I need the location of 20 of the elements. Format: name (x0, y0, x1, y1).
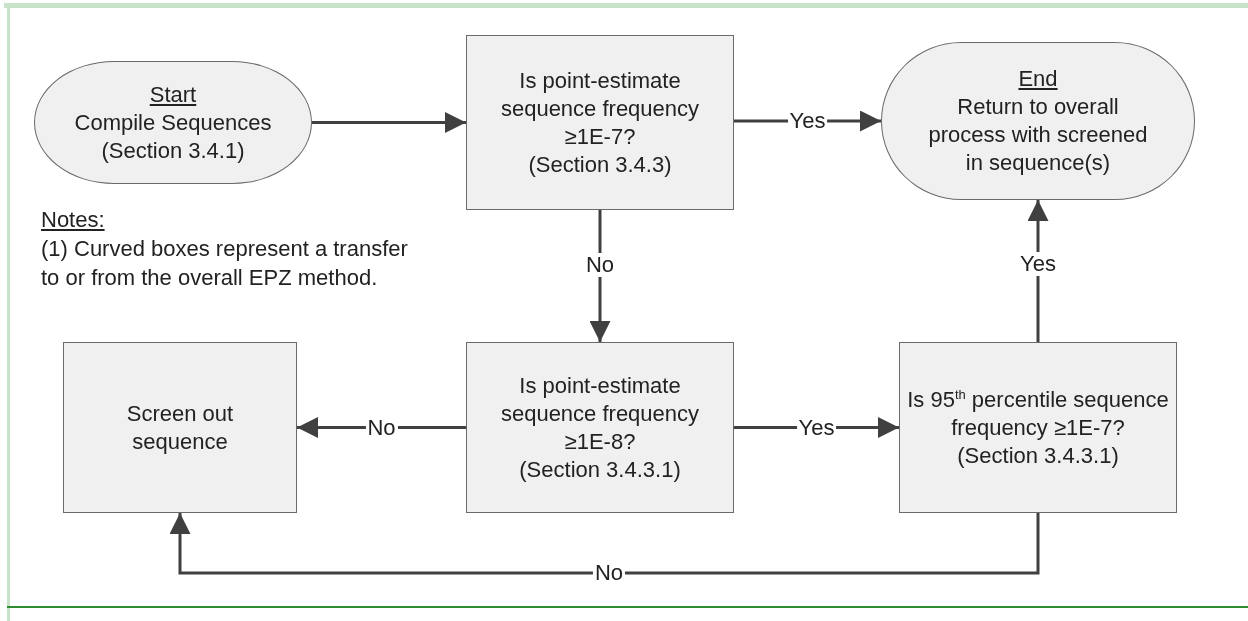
node-text: (Section 3.4.3.1) (957, 441, 1119, 470)
node-text: (Section 3.4.3) (528, 150, 672, 179)
edge-label: Yes (1018, 251, 1058, 276)
heading: End (1018, 65, 1058, 93)
process-box (466, 35, 734, 210)
node-text: Is point-estimate sequence frequency ≥1E-8? (499, 371, 701, 456)
note-text: (1) Curved boxes represent a transfer to or from the overall EPZ method. (41, 235, 409, 292)
arrow (312, 112, 466, 133)
process-box (899, 342, 1177, 513)
node-text: Compile Sequences (Section 3.4.1) (73, 108, 273, 165)
note-heading: Notes: (41, 206, 106, 234)
node-text: Screen out sequence (125, 399, 235, 456)
node-text: (Section 3.4.3.1) (519, 455, 681, 484)
arrow (169, 513, 1040, 575)
heading: Start (149, 80, 197, 109)
process-box (466, 342, 734, 513)
node-text: Is 95$^{th}$ percentile sequence frequency ≥1E-7? (906, 385, 1170, 442)
node-text: Is point-estimate sequence frequency ≥1E-7? (499, 66, 701, 151)
node-text: Return to overall process with screened in sequence(s) (927, 93, 1149, 177)
process-box (63, 342, 297, 513)
